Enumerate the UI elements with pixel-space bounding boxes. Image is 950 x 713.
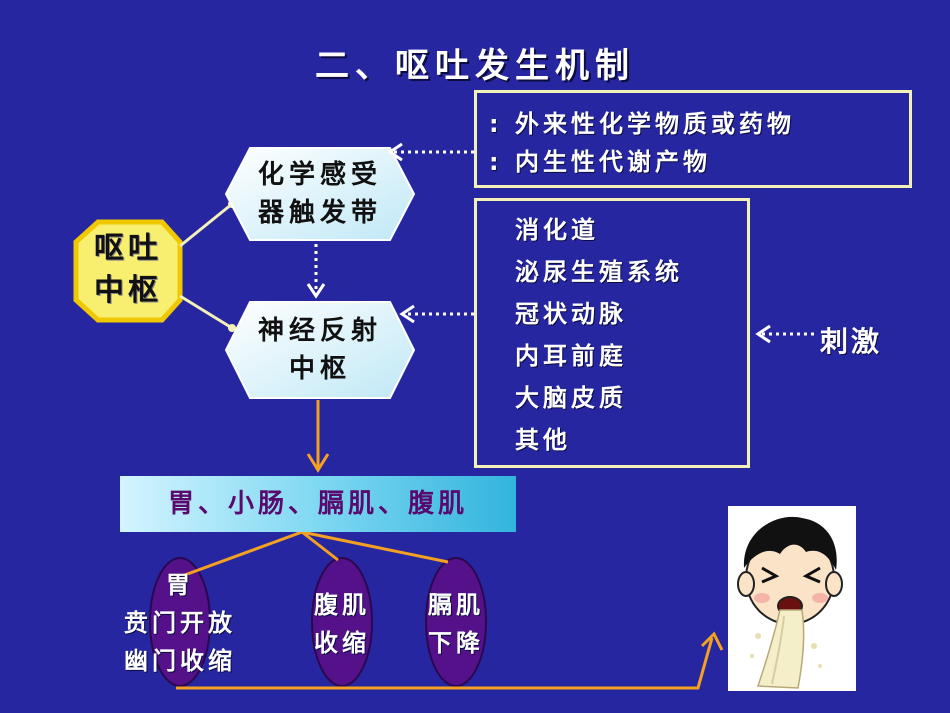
chemoreceptor-line2: 器触发带	[257, 198, 382, 228]
stomach-effect-label: 胃 贲门开放 幽门收缩	[100, 566, 260, 680]
stimulus-sources-box: 消化道 泌尿生殖系统 冠状动脉 内耳前庭 大脑皮质 其他	[474, 198, 750, 468]
reflex-center-hexagon	[224, 301, 416, 399]
stomach-effect-line: 胃	[166, 571, 194, 599]
stimulus-source-item: 大脑皮质	[515, 384, 627, 412]
chemoreceptor-label: 化学感受 器触发带	[226, 156, 414, 232]
chemical-source-item: : 内生性代谢产物	[489, 148, 711, 176]
diaphragm-effect-line: 膈肌	[428, 591, 484, 619]
stimulus-source-item: 其他	[515, 426, 571, 454]
connector-center-to-ctz	[179, 202, 233, 248]
chemical-source-item: : 外来性化学物质或药物	[489, 110, 795, 138]
diaphragm-effect-line: 下降	[428, 629, 484, 657]
stimulus-source-item: 消化道	[515, 216, 599, 244]
stimulus-source-item: 泌尿生殖系统	[515, 258, 683, 286]
stimulus-source-item: 内耳前庭	[515, 342, 627, 370]
diaphragm-effect-label: 膈肌 下降	[406, 586, 506, 662]
vomiting-center-label: 呕吐 中枢	[76, 228, 180, 312]
chemoreceptor-hexagon	[224, 147, 416, 241]
vomiting-face-icon	[737, 516, 843, 689]
diaphragm-oval	[425, 557, 487, 687]
vomiting-center-line1: 呕吐	[94, 231, 162, 266]
abdominal-effect-label: 腹肌 收缩	[292, 586, 392, 662]
stimulus-source-item: 冠状动脉	[515, 300, 627, 328]
stomach-oval	[149, 557, 211, 687]
slide-title: 二、呕吐发生机制	[315, 46, 635, 86]
chemoreceptor-line1: 化学感受	[257, 160, 382, 190]
abdominal-effect-line: 腹肌	[314, 591, 370, 619]
branch-to-abdominal	[301, 530, 339, 562]
branch-to-stomach	[181, 530, 303, 578]
stomach-effect-line: 贲门开放	[124, 609, 236, 637]
branch-to-diaphragm	[301, 530, 449, 564]
stimulus-label: 刺激	[820, 325, 883, 358]
stomach-effect-line: 幽门收缩	[124, 647, 236, 675]
reflex-center-line1: 神经反射	[257, 316, 382, 346]
arrow-to-vomiting-face	[176, 637, 714, 690]
chemical-sources-box: : 外来性化学物质或药物 : 内生性代谢产物	[474, 90, 912, 188]
abdominal-effect-line: 收缩	[314, 629, 370, 657]
effectors-banner: 胃、小肠、膈肌、腹肌	[120, 476, 516, 532]
connector-center-to-reflex	[179, 294, 233, 330]
abdominal-muscle-oval	[311, 557, 373, 687]
reflex-center-label: 神经反射 中枢	[226, 312, 414, 388]
vomiting-center-shape	[73, 219, 183, 323]
vomiting-face-image	[728, 506, 856, 691]
vomiting-center-line2: 中枢	[94, 273, 162, 308]
reflex-center-line2: 中枢	[288, 354, 351, 384]
